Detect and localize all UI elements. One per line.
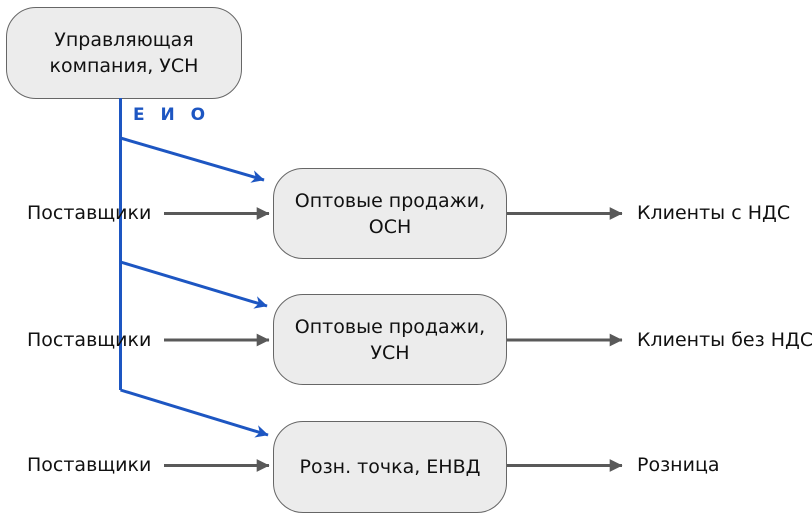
supplier-label-3: Поставщики [27,454,152,476]
supplier-label-2: Поставщики [27,329,152,351]
node-management-company-label-line2: компания, УСН [49,55,199,77]
supplier-label-1: Поставщики [27,202,152,224]
node-management-company: Управляющая компания, УСН [6,7,242,99]
node-wholesale-usn: Оптовые продажи, УСН [273,294,507,385]
eio-branch-arrow-wholesale-osn [120,136,265,183]
node-wholesale-osn-label-line1: Оптовые продажи, [294,189,486,212]
eio-branch-arrow-retail-envd [120,388,269,438]
client-label-no-vat: Клиенты без НДС [637,329,812,351]
node-management-company-label-line1: Управляющая [54,29,194,51]
node-wholesale-usn-label-line2: УСН [370,341,410,364]
eio-branch-arrow-wholesale-usn [120,260,268,309]
eio-edge-label: Е И О [133,105,211,125]
node-wholesale-osn-label-line2: ОСН [368,215,412,238]
node-retail-envd-label: Розн. точка, ЕНВД [299,456,481,478]
node-wholesale-usn-label-line1: Оптовые продажи, [294,315,486,338]
client-label-retail: Розница [637,454,720,476]
node-wholesale-osn: Оптовые продажи, ОСН [273,168,507,259]
client-label-vat: Клиенты с НДС [637,202,791,224]
node-retail-envd: Розн. точка, ЕНВД [273,421,507,513]
